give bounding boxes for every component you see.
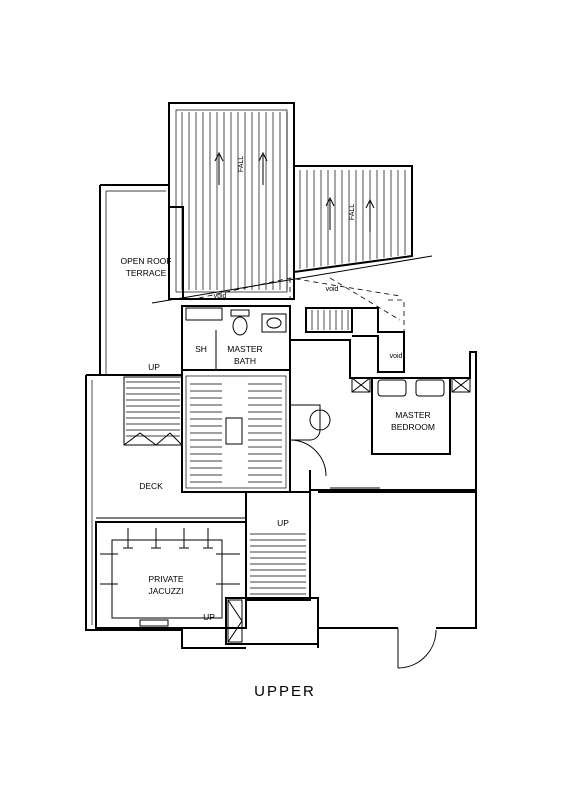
sink-icon <box>261 313 287 333</box>
right-room <box>317 491 477 669</box>
up-label-2: UP <box>277 518 289 528</box>
void-label-1: void <box>214 293 227 300</box>
lower-stairs: UP UP <box>203 491 319 645</box>
fall-arrows: FALL FALL <box>214 151 375 232</box>
toilet-icon <box>232 316 248 336</box>
bed-icon <box>371 377 451 455</box>
fall-label-1: FALL <box>238 156 245 172</box>
master-bedroom-label-1: MASTER <box>395 410 430 420</box>
shower-label: SH <box>195 344 207 354</box>
open-roof-terrace-label-2: TERRACE <box>126 268 167 278</box>
void-label-2: void <box>326 286 339 293</box>
void-label-3: void <box>390 353 403 360</box>
central-stair <box>181 369 331 493</box>
private-jacuzzi: PRIVATE JACUZZI <box>95 521 247 629</box>
master-bath-label-2: BATH <box>234 356 256 366</box>
private-jacuzzi-label-2: JACUZZI <box>149 586 184 596</box>
open-roof-terrace: OPEN ROOF TERRACE <box>99 184 184 375</box>
open-roof-terrace-label-1: OPEN ROOF <box>120 256 171 266</box>
master-bedroom-label-2: BEDROOM <box>391 422 435 432</box>
roof-slab-right <box>293 165 413 274</box>
master-bath: SH MASTER BATH <box>181 305 291 371</box>
floor-title: UPPER <box>254 683 316 700</box>
deck: UP DECK <box>85 362 246 649</box>
fall-label-2: FALL <box>349 204 356 220</box>
master-bath-label-1: MASTER <box>227 344 262 354</box>
roof-slab-left <box>168 102 295 300</box>
private-jacuzzi-label-1: PRIVATE <box>148 574 183 584</box>
stair-upper-right <box>305 307 405 373</box>
up-label-3: UP <box>203 612 215 622</box>
master-bedroom: MASTER BEDROOM <box>289 339 477 491</box>
deck-label: DECK <box>139 481 163 491</box>
up-label-1: UP <box>148 362 160 372</box>
